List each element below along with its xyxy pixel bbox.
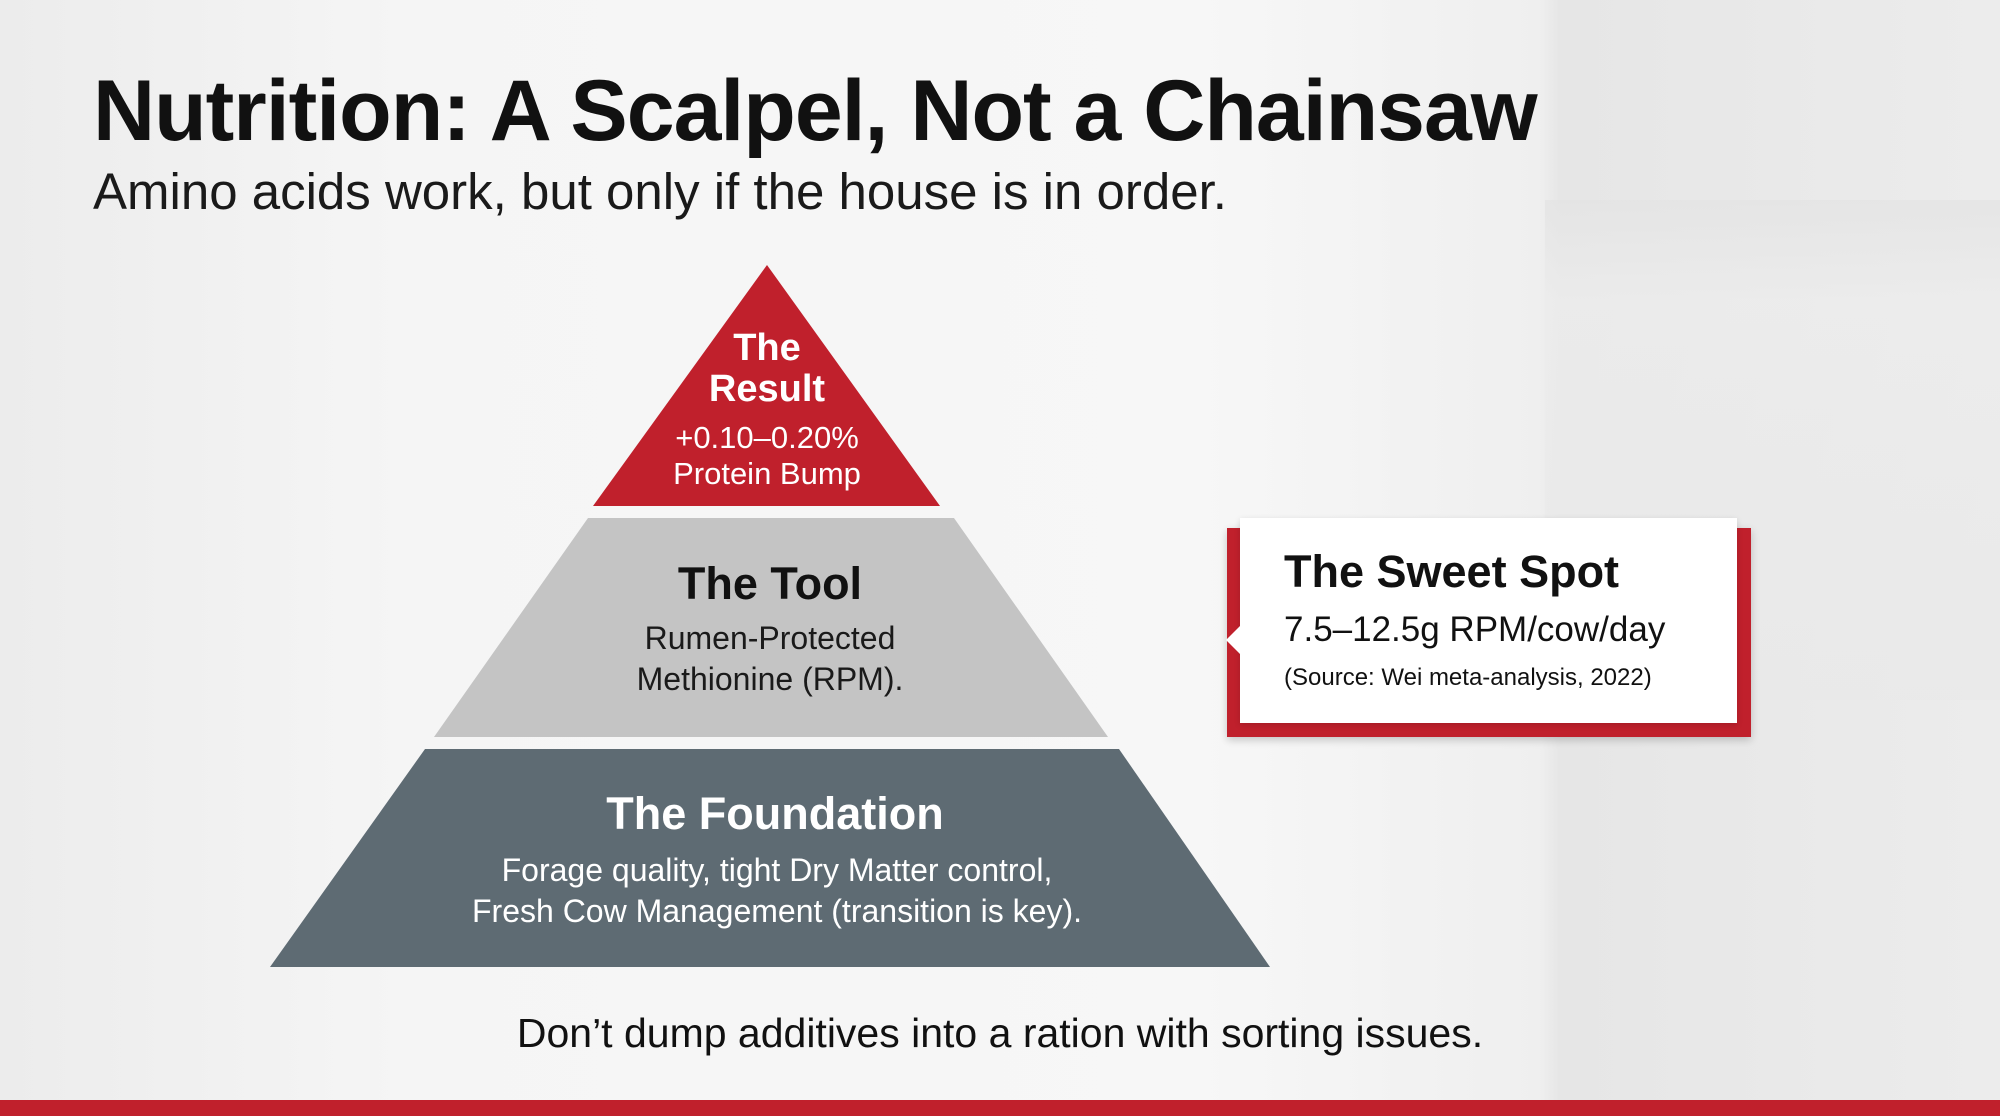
callout-title: The Sweet Spot	[1284, 546, 1620, 597]
top-tier-title-line1: The	[733, 327, 801, 369]
bottom-tier-text: Forage quality, tight Dry Matter control…	[472, 850, 1082, 932]
top-tier-title-line2: Result	[708, 368, 826, 410]
slide-title: Nutrition: A Scalpel, Not a Chainsaw	[93, 63, 1538, 159]
slide-subtitle: Amino acids work, but only if the house …	[93, 163, 1227, 220]
pyramid-bottom-tier	[270, 749, 1270, 967]
pyramid-top-tier	[593, 265, 940, 506]
footer-note: Don’t dump additives into a ration with …	[516, 1010, 1484, 1056]
bottom-tier-title: The Foundation	[606, 788, 944, 839]
middle-tier-title: The Tool	[677, 558, 863, 609]
bottom-tier-line1: Forage quality, tight Dry Matter control…	[501, 852, 1053, 888]
middle-tier-line1: Rumen-Protected	[644, 620, 896, 656]
bottom-tier-line2: Fresh Cow Management (transition is key)…	[472, 893, 1082, 929]
sweet-spot-callout: The Sweet Spot 7.5–12.5g RPM/cow/day (So…	[1226, 518, 1737, 723]
top-tier-line1: +0.10–0.20%	[675, 420, 859, 455]
callout-value: 7.5–12.5g RPM/cow/day	[1284, 610, 1666, 649]
callout-pointer	[1226, 626, 1240, 654]
middle-tier-line2: Methionine (RPM).	[636, 661, 904, 697]
callout-source: (Source: Wei meta-analysis, 2022)	[1284, 664, 1652, 691]
top-tier-line2: Protein Bump	[673, 456, 861, 491]
pyramid-middle-tier	[434, 518, 1108, 737]
bottom-accent-bar	[0, 1100, 2000, 1116]
top-tier-text: +0.10–0.20% Protein Bump	[673, 420, 861, 492]
top-tier-title: The Result	[709, 328, 825, 410]
middle-tier-text: Rumen-Protected Methionine (RPM).	[637, 618, 904, 700]
